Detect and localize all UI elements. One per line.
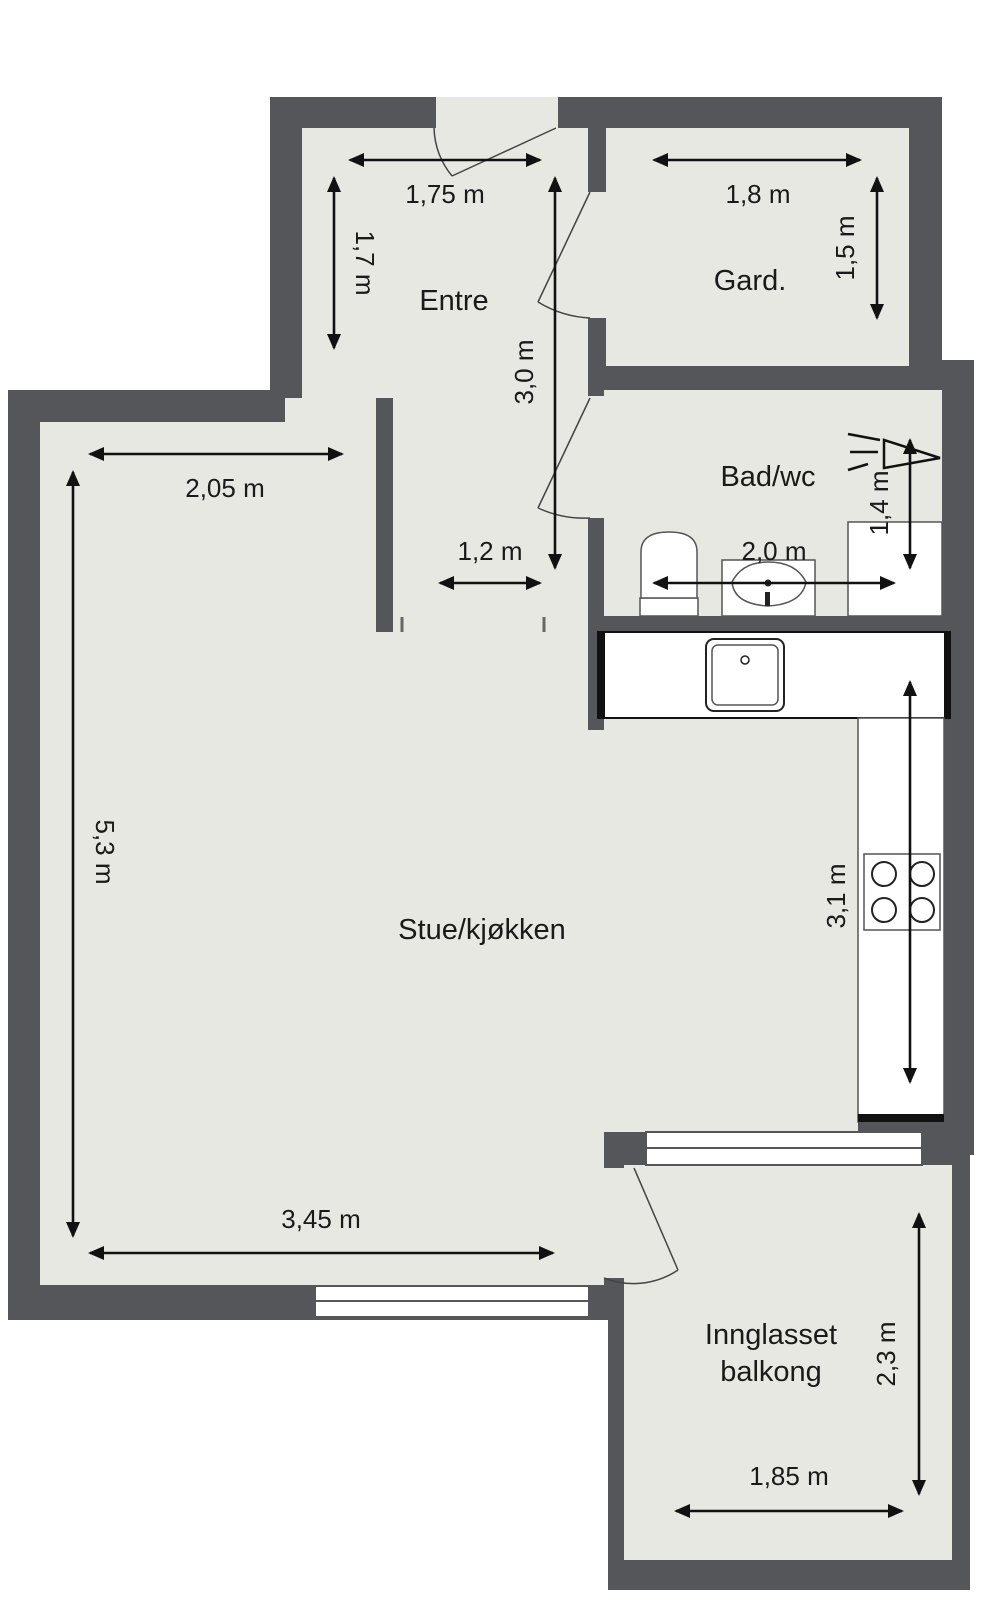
dim-entre-depth: 1,7 m bbox=[350, 230, 380, 295]
arrow-stue-top-width bbox=[88, 447, 344, 461]
wall-stub bbox=[376, 398, 393, 632]
dim-stue-bottom-width: 3,45 m bbox=[281, 1204, 361, 1234]
cooktop-icon bbox=[863, 853, 941, 931]
floor-balkong bbox=[624, 1165, 952, 1560]
arrow-entre-passage bbox=[438, 576, 542, 590]
arrow-kitchen-length bbox=[903, 680, 917, 1084]
arrow-balkong-depth bbox=[912, 1212, 926, 1496]
arrow-bad-depth bbox=[903, 438, 917, 570]
room-label-bad: Bad/wc bbox=[720, 461, 815, 493]
openings bbox=[314, 97, 923, 1318]
room-label-stue: Stue/kjøkken bbox=[398, 914, 566, 946]
dim-stue-length: 5,3 m bbox=[90, 819, 120, 884]
entry-door-opening bbox=[436, 97, 558, 128]
dim-stue-top-width: 2,05 m bbox=[185, 473, 265, 503]
floor-gard bbox=[606, 128, 909, 366]
dimension-arrows bbox=[66, 153, 926, 1518]
room-label-balkong-2: balkong bbox=[720, 1356, 822, 1388]
arrow-stue-length bbox=[66, 470, 80, 1238]
kitchen-sink-icon bbox=[705, 638, 785, 712]
toilet-icon bbox=[639, 531, 699, 617]
dim-entre-length: 3,0 m bbox=[509, 339, 539, 404]
shower-icon bbox=[847, 432, 943, 617]
room-label-gard: Gard. bbox=[714, 265, 787, 297]
entry-door-swing bbox=[433, 127, 557, 177]
room-labels: Entre Gard. Bad/wc Stue/kjøkken Innglass… bbox=[398, 265, 837, 1388]
dim-kitchen-length: 3,1 m bbox=[821, 863, 851, 928]
entre-stue-opening bbox=[393, 615, 588, 632]
dim-bad-depth: 1,4 m bbox=[864, 470, 894, 535]
gard-door-swing bbox=[537, 191, 591, 319]
bad-door-opening bbox=[588, 396, 604, 518]
arrow-entre-depth bbox=[327, 176, 341, 350]
bad-door-swing bbox=[537, 397, 591, 519]
room-label-balkong-1: Innglasset bbox=[705, 1319, 837, 1351]
arrow-entre-length bbox=[548, 176, 562, 570]
floor-stue bbox=[40, 422, 858, 1285]
fixtures bbox=[597, 432, 951, 1123]
arrow-bad-width bbox=[652, 576, 896, 590]
dim-bad-width: 2,0 m bbox=[741, 536, 806, 566]
dim-balkong-depth: 2,3 m bbox=[871, 1321, 901, 1386]
room-label-entre: Entre bbox=[419, 285, 488, 317]
floors bbox=[40, 128, 952, 1560]
dim-gard-depth: 1,5 m bbox=[830, 215, 860, 280]
floor-entre bbox=[302, 128, 588, 615]
arrow-stue-bottom-width bbox=[88, 1246, 555, 1260]
gard-door-opening bbox=[588, 192, 606, 318]
dim-balkong-width: 1,85 m bbox=[749, 1461, 829, 1491]
dim-gard-width: 1,8 m bbox=[725, 179, 790, 209]
balkong-door-opening bbox=[604, 1168, 636, 1278]
dim-entre-width: 1,75 m bbox=[405, 179, 485, 209]
arrow-entre-width bbox=[348, 153, 542, 167]
arrow-gard-depth bbox=[870, 176, 884, 320]
dimension-labels: 1,75 m 1,7 m 3,0 m 1,2 m 1,8 m 1,5 m 2,0… bbox=[90, 179, 901, 1491]
arrow-balkong-width bbox=[674, 1504, 904, 1518]
wall-step bbox=[285, 398, 376, 422]
arrow-gard-width bbox=[652, 153, 862, 167]
balkong-door-swing bbox=[603, 1167, 679, 1285]
bathroom-sink-icon bbox=[721, 559, 816, 617]
dim-entre-passage: 1,2 m bbox=[457, 536, 522, 566]
